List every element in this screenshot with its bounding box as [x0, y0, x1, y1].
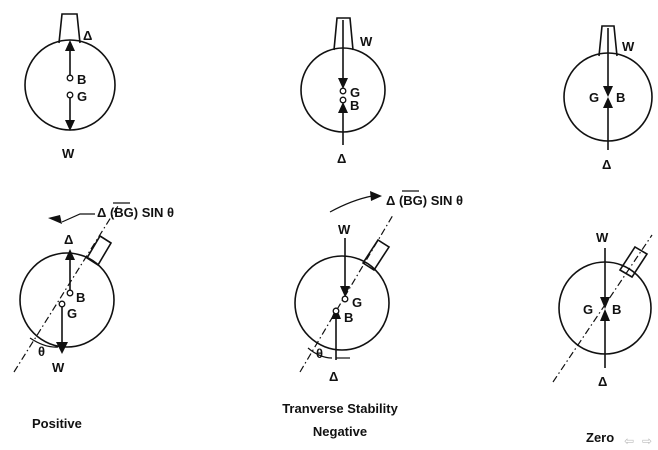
label-weight: W: [62, 146, 75, 161]
weight-arrowhead: [65, 120, 75, 131]
point-b: [66, 289, 74, 297]
moment-label: Δ (BG) SIN θ: [97, 205, 174, 220]
label-buoyancy: Δ: [64, 232, 73, 247]
label-weight: W: [596, 230, 609, 245]
panel-heeled-zero: W G B Δ: [552, 230, 653, 389]
label-buoyancy: Δ: [329, 369, 338, 384]
label-g: G: [589, 90, 599, 105]
moment-arrow: [329, 195, 373, 213]
label-angle: θ: [38, 344, 45, 359]
angle-arc: [29, 337, 59, 348]
panel-upright-negative: W G B Δ: [300, 17, 386, 166]
label-b: B: [616, 90, 625, 105]
point-g: [339, 87, 347, 95]
weight-arrowhead: [603, 86, 613, 97]
point-b: [66, 74, 74, 82]
label-g: G: [352, 295, 362, 310]
mast: [58, 13, 81, 44]
mast: [618, 245, 649, 279]
label-buoyancy: Δ: [602, 157, 611, 172]
buoyancy-arrowhead: [65, 249, 75, 260]
point-g: [341, 295, 349, 303]
slide-nav: ⇦ ⇨: [624, 434, 654, 448]
mast: [361, 238, 391, 272]
panel-upright-zero: W G B Δ: [563, 25, 653, 172]
point-b: [339, 96, 347, 104]
moment-label: Δ (BG) SIN θ: [386, 193, 463, 208]
caption-positive: Positive: [32, 416, 82, 431]
label-g: G: [67, 306, 77, 321]
point-g: [58, 300, 66, 308]
centreline: [13, 205, 119, 373]
moment-prefix: Δ (: [386, 193, 404, 208]
label-weight: W: [52, 360, 65, 375]
moment-arrow: [61, 213, 95, 223]
point-g: [66, 91, 74, 99]
caption-negative-line1: Tranverse Stability: [282, 401, 398, 416]
label-g: G: [350, 85, 360, 100]
prev-arrow-icon[interactable]: ⇦: [624, 434, 637, 448]
label-g: G: [583, 302, 593, 317]
buoyancy-arrowhead: [338, 102, 348, 113]
caption-negative-line2: Negative: [313, 424, 367, 439]
angle-arc: [307, 347, 333, 359]
buoyancy-arrowhead: [603, 97, 613, 108]
label-b: B: [77, 72, 86, 87]
weight-arrowhead: [338, 78, 348, 89]
hull-circle: [19, 252, 115, 348]
panel-heeled-negative: Δ (BG) SIN θ W G B θ Δ: [294, 190, 463, 384]
mast: [333, 17, 354, 51]
panel-upright-positive: Δ B G W: [24, 13, 116, 161]
label-angle: θ: [316, 346, 323, 361]
label-buoyancy: Δ: [83, 28, 92, 43]
hull-circle: [294, 255, 390, 351]
label-g: G: [77, 89, 87, 104]
centreline: [552, 234, 653, 383]
label-weight: W: [360, 34, 373, 49]
label-weight: W: [622, 39, 635, 54]
moment-bg: BG: [114, 205, 134, 220]
weight-arrowhead: [600, 297, 610, 309]
label-b: B: [344, 310, 353, 325]
moment-suffix: ) SIN θ: [134, 205, 174, 220]
label-buoyancy: Δ: [598, 374, 607, 389]
next-arrow-icon[interactable]: ⇨: [641, 434, 654, 448]
label-weight: W: [338, 222, 351, 237]
weight-arrowhead: [340, 286, 350, 297]
moment-prefix: Δ (: [97, 205, 115, 220]
panel-heeled-positive: Δ (BG) SIN θ Δ B G θ W: [13, 202, 174, 375]
buoyancy-arrowhead: [65, 40, 75, 51]
mast-top: [99, 235, 112, 244]
moment-bg: BG: [403, 193, 423, 208]
label-buoyancy: Δ: [337, 151, 346, 166]
point-b: [332, 307, 340, 315]
label-b: B: [76, 290, 85, 305]
caption-zero: Zero: [586, 430, 614, 445]
buoyancy-arrowhead: [600, 309, 610, 321]
moment-arrowhead: [48, 215, 62, 224]
moment-suffix: ) SIN θ: [423, 193, 463, 208]
label-b: B: [612, 302, 621, 317]
mast: [598, 25, 618, 57]
weight-arrowhead: [56, 342, 68, 354]
moment-arrowhead: [370, 191, 382, 201]
label-b: B: [350, 98, 359, 113]
